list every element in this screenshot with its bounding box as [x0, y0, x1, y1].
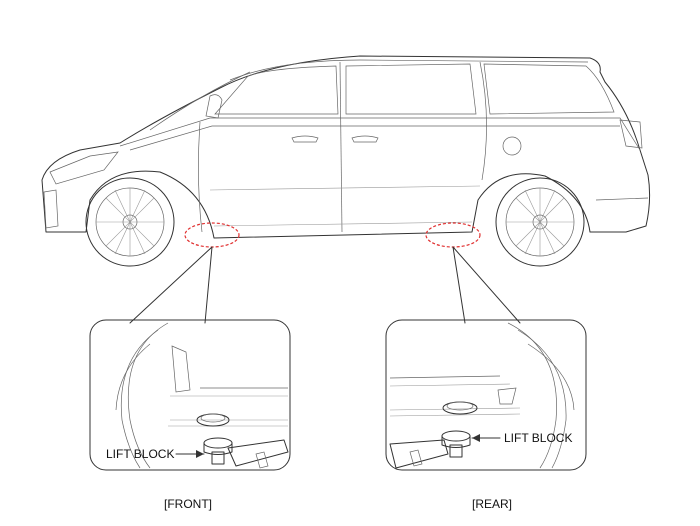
rear-lift-point-highlight — [425, 222, 481, 248]
headlamp — [49, 151, 119, 185]
rear-wheel — [495, 177, 585, 267]
rear-lift-block-label: LIFT BLOCK — [504, 431, 572, 445]
rear-quarter-window — [483, 63, 615, 115]
front-door-window — [214, 65, 339, 115]
door-split-seam — [339, 61, 343, 233]
tail-lamp — [619, 119, 643, 149]
rocker-line — [213, 221, 473, 227]
vehicle-body-outline — [41, 55, 651, 239]
sliding-door-seam — [479, 61, 487, 181]
rear-callout-leader — [452, 246, 521, 324]
character-line — [209, 185, 481, 191]
front-wheel — [85, 177, 175, 267]
belt-line — [119, 117, 641, 151]
minivan-side-view — [41, 55, 651, 239]
front-detail-caption: [FRONT] — [164, 497, 212, 511]
front-detail-inset — [89, 319, 291, 471]
front-door-handle — [291, 135, 319, 143]
shoulder-line — [129, 125, 620, 151]
windshield — [149, 71, 251, 131]
rear-bumper — [595, 197, 649, 201]
front-callout-arrowhead — [196, 450, 204, 458]
rear-detail-inset — [385, 319, 587, 471]
front-grille — [43, 189, 59, 229]
sliding-door-window — [345, 63, 477, 115]
front-lift-point-highlight — [184, 222, 240, 248]
side-mirror — [205, 94, 223, 119]
front-door-seam — [198, 121, 203, 233]
fuel-door — [502, 136, 522, 156]
sliding-door-handle — [351, 135, 379, 143]
roof-line — [229, 59, 589, 81]
rear-detail-caption: [REAR] — [472, 497, 512, 511]
front-callout-leader — [129, 246, 213, 324]
rear-callout-arrowhead — [472, 434, 480, 442]
front-lift-block-label: LIFT BLOCK — [106, 447, 174, 461]
